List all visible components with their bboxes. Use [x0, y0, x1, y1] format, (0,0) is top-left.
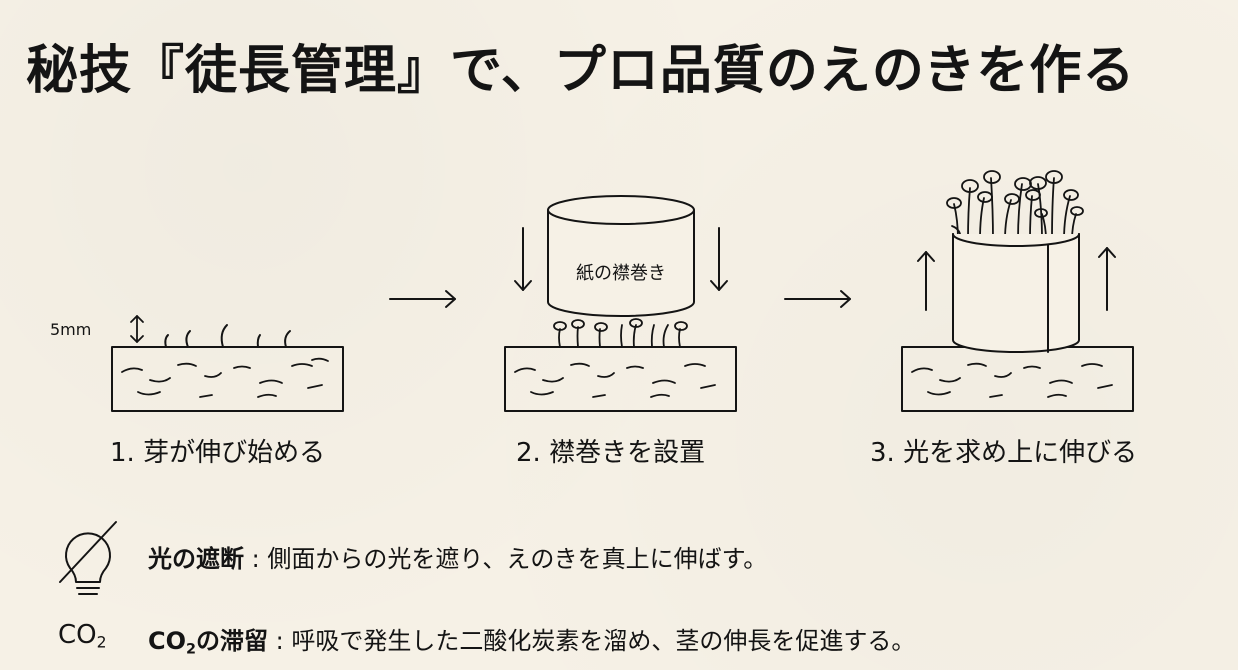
step2-medium	[504, 346, 737, 412]
step-3-label: 3. 光を求め上に伸びる	[870, 438, 1138, 468]
flow-arrow-2	[784, 290, 851, 308]
step-1-label: 1. 芽が伸び始める	[110, 438, 326, 468]
note-co2-text: 呼吸で発生した二酸化炭素を溜め、茎の伸長を促進する。	[291, 627, 916, 655]
note-light-sep: :	[244, 545, 268, 573]
note-co2-block: CO2の滞留 : 呼吸で発生した二酸化炭素を溜め、茎の伸長を促進する。	[148, 621, 915, 657]
height-arrow	[130, 315, 144, 343]
collar-down-arrows	[514, 227, 728, 291]
note-co2-sep: :	[268, 627, 292, 655]
paper-collar	[547, 195, 695, 317]
note-light-text: 側面からの光を遮り、えのきを真上に伸ばす。	[267, 545, 768, 573]
note-light-heading: 光の遮断	[148, 545, 244, 573]
step1-medium	[111, 346, 344, 412]
page-title: 秘技『徒長管理』で、プロ品質のえのきを作る	[26, 40, 1136, 101]
no-light-icon	[59, 521, 117, 595]
height-label: 5mm	[50, 320, 92, 339]
paper-collar-label: 紙の襟巻き	[576, 263, 666, 284]
step3-medium	[901, 346, 1134, 412]
co2-icon: CO2	[58, 620, 107, 652]
step2-mushrooms	[553, 318, 688, 348]
tall-enoki-mushrooms	[946, 170, 1084, 241]
note-co2-heading: CO2の滞留	[148, 627, 269, 658]
note-light-block: 光の遮断 : 側面からの光を遮り、えのきを真上に伸ばす。	[148, 539, 767, 574]
flow-arrow-1	[389, 290, 456, 308]
step-2-label: 2. 襟巻きを設置	[516, 438, 706, 468]
collar-around-mushrooms	[952, 233, 1080, 353]
up-arrows	[917, 247, 1116, 311]
step1-sprouts	[164, 324, 291, 348]
